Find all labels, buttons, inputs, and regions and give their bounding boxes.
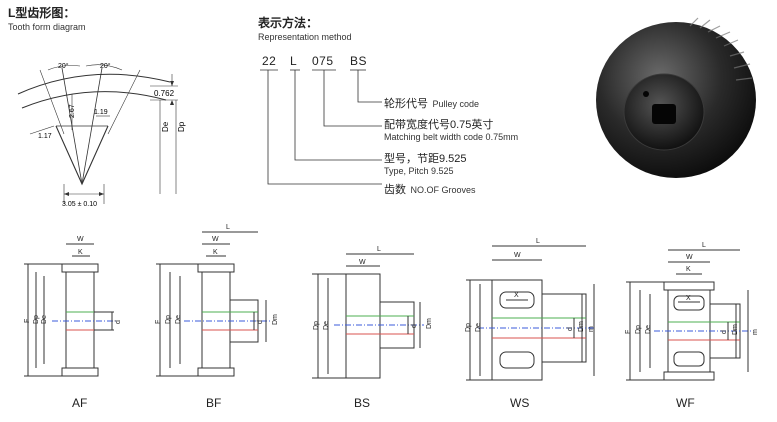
- rep-item-pulley: 轮形代号 Pulley code: [384, 94, 479, 112]
- dim-267-label: 2.67: [69, 104, 76, 118]
- drawing-bf: [156, 231, 272, 377]
- pulley-name-af: AF: [72, 396, 88, 410]
- drawing-af: [24, 243, 118, 377]
- ws-dim-dp: Dp: [465, 323, 472, 332]
- tooth-title-cn: L型齿形图：: [8, 6, 76, 20]
- rep-item-grooves-en: NO.OF Grooves: [410, 185, 476, 195]
- drawing-wf: [626, 249, 752, 381]
- wf-dim-dm: Dm: [732, 324, 739, 335]
- af-dim-d: d: [115, 320, 122, 324]
- dim-119-label: 1.19: [94, 109, 108, 116]
- code-grooves: 22: [262, 54, 277, 68]
- wf-dim-d: d: [721, 330, 728, 334]
- angle-left-label: 20°: [58, 62, 69, 70]
- code-width: 075: [312, 54, 334, 68]
- ws-dim-d: d: [567, 327, 574, 331]
- rep-item-width-en: Matching belt width code 0.75mm: [384, 132, 519, 142]
- dim-bottom-label: 3.05 ± 0.10: [62, 201, 97, 208]
- wf-dim-dp: Dp: [635, 325, 642, 334]
- rep-item-pulley-cn: 轮形代号: [384, 98, 428, 110]
- tooth-title-en: Tooth form diagram: [8, 22, 86, 32]
- rep-leader-lines: [260, 69, 382, 185]
- rep-item-type-cn: 型号，节距9.525: [384, 153, 467, 165]
- bf-dim-de: De: [175, 315, 182, 324]
- rep-item-pulley-en: Pulley code: [432, 99, 479, 109]
- bf-dim-k: K: [213, 249, 218, 256]
- bs-dim-dp: Dp: [313, 321, 320, 330]
- tooth-pitch-arc: [21, 91, 167, 109]
- rep-item-type-en: Type, Pitch 9.525: [384, 166, 454, 176]
- rep-item-type: 型号，节距9.525 Type, Pitch 9.525: [384, 150, 467, 176]
- af-dim-dp: Dp: [33, 315, 40, 324]
- pulley-name-ws: WS: [510, 396, 530, 410]
- bs-dim-d: d: [411, 324, 418, 328]
- drawing-bs: [312, 253, 424, 379]
- pulley-photo: [596, 17, 756, 178]
- pulley-name-bf: BF: [206, 396, 222, 410]
- bf-dim-d: d: [257, 320, 264, 324]
- tooth-form-diagram: 20° 20° 0.762 2.67 1.19 1.17 De Dp 3.05 …: [17, 62, 186, 208]
- rep-title-cn: 表示方法：: [258, 16, 319, 30]
- tooth-v-shape: [55, 125, 109, 186]
- wf-dim-de: De: [645, 325, 652, 334]
- wf-dim-w: W: [686, 254, 693, 261]
- af-dim-f: F: [24, 319, 31, 323]
- label-dp: Dp: [177, 121, 186, 132]
- wf-dim-m: m: [752, 329, 759, 335]
- bs-dim-l: L: [377, 246, 381, 253]
- bf-dim-f: F: [155, 320, 162, 324]
- wf-dim-k: K: [686, 266, 691, 273]
- code-pulley: BS: [350, 54, 368, 68]
- pulley-name-wf: WF: [676, 396, 695, 410]
- bf-dim-dp: Dp: [165, 315, 172, 324]
- af-dim-w: W: [77, 236, 84, 243]
- wf-dim-l: L: [702, 242, 706, 249]
- ws-dim-dm: Dm: [578, 321, 585, 332]
- ws-dim-l: L: [536, 238, 540, 245]
- rep-title-en: Representation method: [258, 32, 352, 42]
- ws-dim-w: W: [514, 252, 521, 259]
- wf-dim-x: X: [686, 295, 691, 302]
- bf-dim-l: L: [226, 224, 230, 231]
- pulley-name-bs: BS: [354, 396, 371, 410]
- rep-item-width: 配带宽度代号0.75英寸 Matching belt width code 0.…: [384, 116, 518, 142]
- bs-dim-dm: Dm: [426, 318, 433, 329]
- af-dim-k: K: [78, 249, 83, 256]
- tooth-outer-arc: [17, 73, 171, 95]
- ws-dim-m: m: [588, 326, 595, 332]
- label-de: De: [161, 121, 170, 132]
- rep-item-grooves: 齿数 NO.OF Grooves: [384, 180, 475, 198]
- bs-dim-w: W: [359, 259, 366, 266]
- bf-dim-w: W: [212, 236, 219, 243]
- bore-hole: [652, 104, 676, 124]
- rep-item-width-cn: 配带宽度代号0.75英寸: [384, 119, 494, 131]
- drawing-ws: [466, 245, 596, 381]
- dim-0762-label: 0.762: [154, 89, 175, 98]
- rep-item-grooves-cn: 齿数: [384, 184, 406, 196]
- af-dim-de: De: [41, 315, 48, 324]
- pulley-drawings: W K F Dp De d L W K F Dp De d Dm L W Dp …: [24, 224, 759, 381]
- bf-dim-dm: Dm: [272, 314, 279, 325]
- code-type: L: [290, 54, 298, 68]
- bs-dim-de: De: [323, 321, 330, 330]
- wf-dim-f: F: [625, 330, 632, 334]
- ws-dim-de: De: [475, 323, 482, 332]
- angle-right-label: 20°: [100, 62, 111, 70]
- ws-dim-x: X: [514, 292, 519, 299]
- dim-117-label: 1.17: [38, 133, 52, 140]
